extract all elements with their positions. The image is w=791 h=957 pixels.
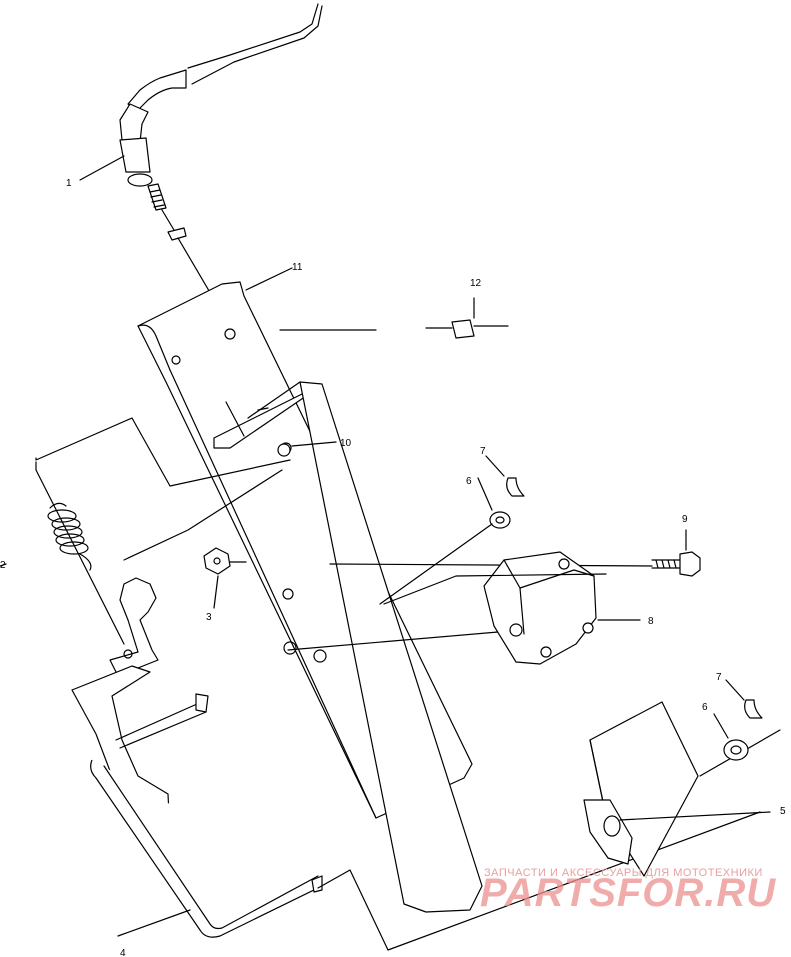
callout-2: 2: [0, 560, 6, 571]
throttle-cable: [119, 3, 323, 241]
watermark-brand: PARTSFOR.RU: [480, 871, 776, 915]
callout-10: 10: [340, 438, 352, 449]
callout-3: 3: [206, 612, 212, 623]
callout-12: 12: [470, 278, 482, 289]
callout-8: 8: [648, 616, 654, 627]
callout-4: 4: [120, 948, 126, 957]
base-plate: [247, 381, 483, 913]
nut-3: [203, 547, 247, 575]
throttle-block: [383, 551, 641, 665]
clip-7-lower: [725, 679, 763, 719]
pedal-lever: [71, 469, 323, 938]
return-spring: [0, 417, 291, 645]
lower-bracket: [583, 701, 781, 877]
callout-6b: 6: [702, 702, 708, 713]
callout-5: 5: [780, 806, 786, 817]
bolt-9: [651, 529, 701, 577]
callout-9: 9: [682, 514, 688, 525]
callout-7a: 7: [480, 446, 486, 457]
callout-6a: 6: [466, 476, 472, 487]
watermark-tagline: ЗАПЧАСТИ И АКСЕССУАРЫ ДЛЯ МОТОТЕХНИКИ: [484, 867, 763, 879]
washer-6-lower: [713, 713, 749, 761]
washer-6-upper: [379, 477, 511, 605]
clip-7-upper: [485, 455, 525, 497]
callout-7b: 7: [716, 672, 722, 683]
callout-11: 11: [292, 262, 303, 273]
callout-1: 1: [66, 178, 72, 189]
pin-12: [451, 297, 509, 339]
nut-10: [277, 443, 291, 457]
